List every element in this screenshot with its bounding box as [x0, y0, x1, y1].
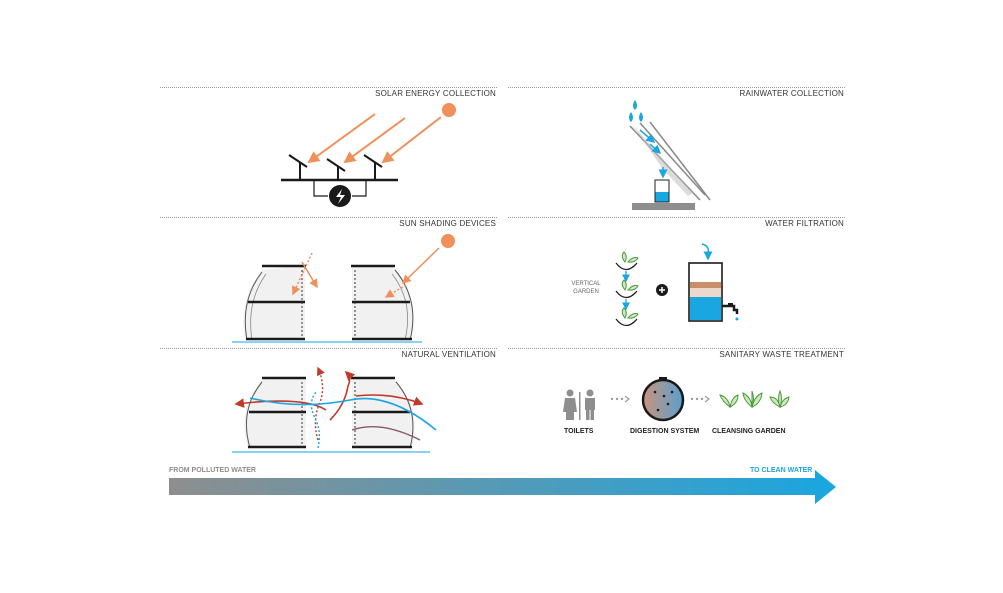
divider-row3-left [160, 348, 497, 349]
planter-bowl [615, 262, 638, 327]
title-rainwater: RAINWATER COLLECTION [739, 89, 844, 98]
airflow-warm [234, 398, 327, 411]
divider-row2-left [160, 217, 497, 218]
tap-icon [722, 304, 739, 314]
toilets-icon [563, 389, 595, 420]
sun-ray [401, 247, 440, 285]
airflow-cool [310, 391, 321, 449]
divider-row2-right [508, 217, 845, 218]
title-solar-energy: SOLAR ENERGY COLLECTION [375, 89, 496, 98]
divider-row1-left [160, 87, 497, 88]
airflow-warm [355, 394, 424, 406]
sun-ray [343, 117, 406, 164]
digestion-system-label: DIGESTION SYSTEM [630, 428, 700, 435]
digestion-tank [641, 378, 685, 422]
airflow-cool [249, 397, 437, 431]
to-clean-label: TO CLEAN WATER [750, 467, 813, 474]
dotted-arrow [690, 395, 710, 403]
building-section-left [243, 264, 306, 341]
title-water-filtration: WATER FILTRATION [765, 219, 844, 228]
airflow-warm [329, 370, 356, 421]
sun-ray [381, 116, 442, 164]
inflow-arrow [701, 243, 713, 261]
wiring [313, 180, 367, 197]
dotted-arrow [610, 395, 630, 403]
building-section-left [244, 376, 306, 449]
sun-ray [301, 261, 318, 289]
rain-flow [639, 129, 656, 143]
airflow-mixed [351, 425, 421, 441]
ground-base [632, 203, 695, 210]
divider-row1-right [508, 87, 845, 88]
sun-ray [292, 252, 313, 296]
sun-icon [442, 103, 456, 117]
divider-row3-right [508, 348, 845, 349]
from-polluted-label: FROM POLLUTED WATER [169, 467, 256, 474]
vertical-garden-label: VERTICAL GARDEN [571, 281, 601, 295]
raindrop-icon [629, 100, 643, 122]
plant-icon [719, 389, 790, 409]
building-section-right [351, 264, 414, 341]
solar-panel [288, 154, 383, 180]
title-sun-shading: SUN SHADING DEVICES [399, 219, 496, 228]
rain-flow [649, 143, 662, 155]
cleansing-garden-label: CLEANSING GARDEN [712, 428, 786, 435]
toilets-label: TOILETS [564, 428, 594, 435]
title-sanitary-waste: SANITARY WASTE TREATMENT [719, 350, 844, 359]
sun-ray [307, 113, 376, 164]
title-natural-ventilation: NATURAL VENTILATION [401, 350, 496, 359]
sun-icon [441, 234, 455, 248]
